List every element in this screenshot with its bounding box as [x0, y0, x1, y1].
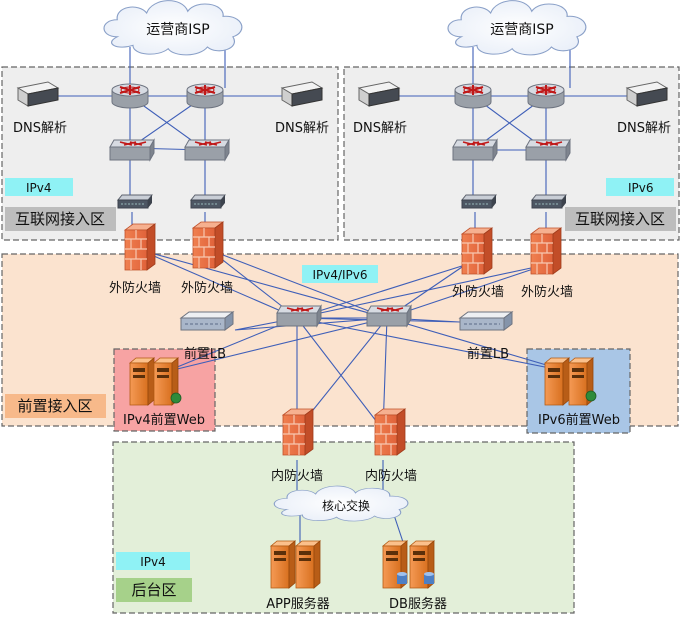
core-switch-cloud: 核心交换 — [273, 485, 409, 522]
firewall-icon — [530, 227, 562, 275]
globe-icon — [170, 392, 182, 404]
firewall-icon — [461, 227, 493, 275]
inner-firewall-label: 内防火墙 — [365, 468, 417, 484]
load-balancer-icon — [180, 311, 234, 331]
app-server-icon — [270, 540, 296, 589]
router-icon — [527, 83, 565, 109]
firewall-icon — [192, 221, 224, 269]
web-server-icon — [129, 357, 155, 406]
db-server-label: DB服务器 — [389, 596, 447, 612]
ipv4-tag — [5, 178, 73, 196]
zone-label-internet-right — [565, 207, 676, 231]
ipv6-tag-label: IPv6 — [628, 181, 654, 195]
firewall-icon — [124, 223, 156, 271]
router-icon — [454, 83, 492, 109]
firewall-label: 外防火墙 — [521, 284, 573, 300]
access-switch-icon — [117, 194, 153, 209]
lb-label: 前置LB — [184, 346, 226, 362]
core-switch-label: 核心交换 — [322, 498, 370, 513]
web-server-icon — [544, 357, 570, 406]
dns-label: DNS解析 — [13, 121, 67, 136]
access-switch-icon — [190, 194, 226, 209]
backend-ipv4-tag-label: IPv4 — [140, 555, 166, 569]
firewall-icon — [374, 408, 406, 456]
zone-label-front — [5, 394, 106, 418]
ipv6-web-label: IPv6前置Web — [538, 412, 620, 428]
zone-label-front-text: 前置接入区 — [17, 397, 92, 415]
zone-label-internet-left — [5, 207, 116, 231]
dns-label: DNS解析 — [275, 121, 329, 136]
ipv4-tag-label: IPv4 — [26, 181, 52, 195]
firewall-label: 外防火墙 — [181, 280, 233, 296]
database-icon — [397, 572, 434, 584]
isp-label-right: 运营商ISP — [490, 22, 553, 38]
router-icon — [186, 83, 224, 109]
switch-icon — [276, 305, 322, 327]
switch-icon — [525, 139, 571, 161]
switch-icon — [366, 305, 412, 327]
isp-cloud-right: 运营商ISP — [447, 0, 587, 56]
ipv4-ipv6-tag-label: IPv4/IPv6 — [312, 268, 367, 282]
app-server-icon — [295, 540, 321, 589]
ipv4-ipv6-tag — [302, 265, 378, 283]
router-icon — [111, 83, 149, 109]
ipv4-web-label: IPv4前置Web — [123, 412, 205, 428]
access-switch-icon — [461, 194, 497, 209]
isp-cloud-left: 运营商ISP — [103, 0, 243, 56]
switch-icon — [184, 139, 230, 161]
lb-label: 前置LB — [467, 346, 509, 362]
firewall-label: 外防火墙 — [109, 280, 161, 296]
firewall-icon — [282, 408, 314, 456]
dns-label: DNS解析 — [617, 121, 671, 136]
isp-label-left: 运营商ISP — [146, 22, 209, 38]
zone-label-internet-left-text: 互联网接入区 — [15, 210, 105, 228]
app-server-label: APP服务器 — [266, 596, 330, 612]
backend-ipv4-tag — [116, 552, 190, 570]
zone-label-backend-text: 后台区 — [131, 581, 176, 599]
inner-firewall-label: 内防火墙 — [271, 468, 323, 484]
access-switch-icon — [531, 194, 567, 209]
zone-label-internet-right-text: 互联网接入区 — [575, 210, 665, 228]
firewall-label: 外防火墙 — [452, 284, 504, 300]
globe-icon — [585, 390, 597, 402]
ipv6-tag — [606, 178, 674, 196]
switch-icon — [452, 139, 498, 161]
switch-icon — [109, 139, 155, 161]
dns-label: DNS解析 — [353, 121, 407, 136]
zone-label-backend — [116, 578, 192, 602]
load-balancer-icon — [459, 311, 513, 331]
